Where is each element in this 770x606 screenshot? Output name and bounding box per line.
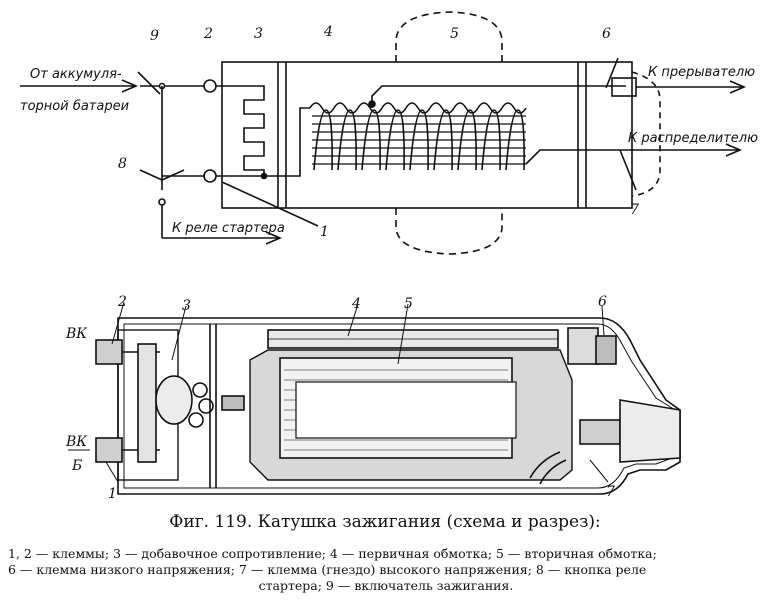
vk-b-label-top: ВК (65, 434, 88, 450)
legend-line-1: 1, 2 — клеммы; 3 — добавочное сопротивле… (8, 546, 657, 561)
coil-housing (221, 61, 633, 209)
primary-winding (309, 102, 527, 114)
to-starter-relay-label: К реле стартера (172, 221, 285, 236)
callout-8: 8 (118, 156, 127, 172)
callout-3-section: 3 (182, 298, 191, 314)
callout-4-section: 4 (351, 296, 361, 312)
figure-caption: Фиг. 119. Катушка зажигания (схема и раз… (169, 512, 601, 532)
callout-9: 9 (150, 28, 159, 44)
secondary-winding (313, 109, 525, 171)
from-battery-label-1: От аккумуля- (30, 67, 122, 82)
vk-b-label-bottom: Б (71, 458, 82, 474)
cross-section-drawing (68, 301, 681, 495)
callout-6-section: 6 (598, 294, 607, 310)
callout-7-top: 7 (630, 202, 639, 218)
schematic-diagram (20, 11, 747, 255)
figure-legend: 1, 2 — клеммы; 3 — добавочное сопротивле… (8, 546, 764, 594)
legend-line-2: 6 — клемма низкого напряжения; 7 — клемм… (8, 562, 647, 577)
to-breaker-label: К прерывателю (648, 65, 755, 80)
callout-7-section: 7 (606, 484, 615, 500)
callout-5-section: 5 (404, 296, 413, 312)
callout-1-section: 1 (108, 486, 117, 502)
callout-5-top: 5 (450, 26, 459, 42)
legend-line-3: стартера; 9 — включатель зажигания. (258, 578, 514, 593)
callout-3-top: 3 (254, 26, 263, 42)
from-battery-label-2: торной батареи (20, 99, 129, 114)
callout-1-top: 1 (320, 224, 329, 240)
vk-label: ВК (65, 326, 88, 342)
coil-casing (117, 317, 681, 495)
callout-2-top: 2 (203, 26, 213, 42)
callout-4-top: 4 (323, 24, 333, 40)
callout-6-top: 6 (602, 26, 611, 42)
to-distributor-label: К распределителю (628, 131, 758, 146)
callout-2-section: 2 (117, 294, 127, 310)
